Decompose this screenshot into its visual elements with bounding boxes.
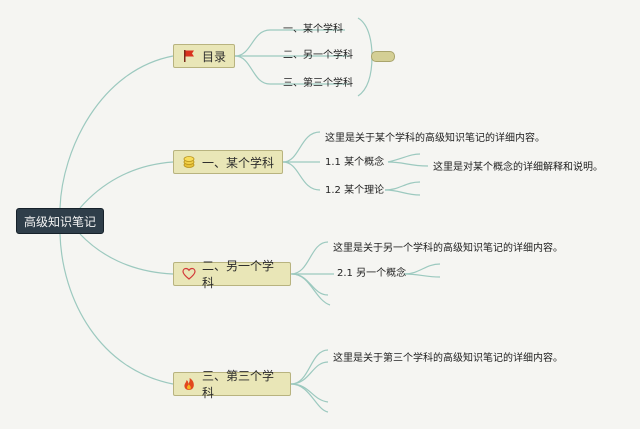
connector-s1-concept-note	[387, 161, 429, 167]
flame-icon	[182, 377, 196, 391]
toc-item-3[interactable]: 三、第三个学科	[283, 78, 353, 89]
toc-item-2[interactable]: 二、另一个学科	[283, 50, 353, 61]
connector-s3-detail	[290, 349, 329, 385]
connector-s3-stub1	[290, 361, 329, 385]
connector-toc-item3	[234, 55, 350, 85]
connector-s2-concept-stub1	[403, 263, 441, 275]
section1-detail: 这里是关于某个学科的高级知识笔记的详细内容。	[325, 133, 545, 144]
root-label: 高级知识笔记	[23, 214, 96, 229]
connector-s1-theory-stub1	[384, 181, 421, 191]
connector-s2-concept-stub2	[403, 273, 441, 278]
section1-concept[interactable]: 1.1 某个概念	[325, 157, 385, 168]
section1-theory[interactable]: 1.2 某个理论	[325, 185, 385, 196]
connector-s2-detail	[290, 241, 329, 275]
section3-node[interactable]: 三、第三个学科	[173, 369, 291, 400]
coin-icon	[182, 155, 196, 169]
connector-s3-stub3	[290, 383, 329, 413]
connector-toc-item1	[234, 29, 345, 57]
section3-detail: 这里是关于第三个学科的高级知识笔记的详细内容。	[333, 353, 563, 364]
toc-label: 目录	[202, 49, 227, 64]
section2-node[interactable]: 二、另一个学科	[173, 259, 291, 290]
section1-label: 一、某个学科	[202, 155, 275, 170]
section1-concept-note: 这里是对某个概念的详细解释和说明。	[433, 162, 603, 173]
connector-s1-theory-stub2	[384, 189, 421, 196]
connector-root-section2	[79, 233, 174, 275]
red-flag-icon	[182, 49, 196, 63]
section2-concept[interactable]: 2.1 另一个概念	[337, 268, 407, 279]
heart-outline-icon	[182, 267, 196, 281]
connector-root-section3	[59, 233, 174, 385]
root-node[interactable]: 高级知识笔记	[16, 208, 104, 234]
connector-s2-stub2	[291, 273, 331, 306]
connector-root-toc	[59, 55, 174, 209]
connector-s1-detail	[282, 131, 321, 163]
connector-s3-stub2	[290, 383, 329, 403]
toc-summary-pill[interactable]	[371, 51, 395, 62]
toc-bracket	[357, 17, 373, 97]
connector-s1-concept-stub	[387, 153, 421, 163]
connector-s1-theory	[282, 161, 321, 191]
toc-item-1[interactable]: 一、某个学科	[283, 24, 343, 35]
connector-root-section1	[79, 161, 174, 209]
section3-label: 三、第三个学科	[202, 369, 275, 400]
section2-label: 二、另一个学科	[202, 259, 275, 290]
toc-node[interactable]: 目录	[173, 44, 235, 68]
section2-detail: 这里是关于另一个学科的高级知识笔记的详细内容。	[333, 243, 563, 254]
section1-node[interactable]: 一、某个学科	[173, 150, 283, 174]
